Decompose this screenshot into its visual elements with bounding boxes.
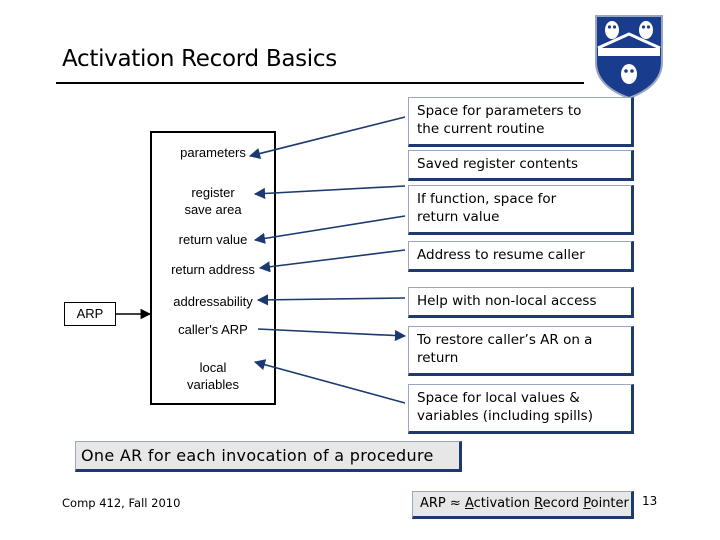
- arrow-addressability: [256, 294, 406, 306]
- arrow-parameters: [248, 116, 406, 159]
- arrow-return-address: [258, 249, 406, 273]
- definition-prefix: ARP ≈: [420, 496, 465, 511]
- arp-definition: ARP ≈ Activation Record Pointer: [412, 491, 634, 519]
- callout-return-address: Address to resume caller: [408, 241, 634, 272]
- callout-return-address-line1: Address to resume caller: [417, 247, 585, 263]
- callout-addressability-line1: Help with non-local access: [417, 293, 597, 309]
- callout-parameters: Space for parameters to the current rout…: [408, 97, 634, 147]
- callout-callers-arp: To restore caller’s AR on a return: [408, 326, 634, 376]
- callout-return-value: If function, space for return value: [408, 185, 634, 235]
- slot-callers-arp: caller's ARP: [178, 322, 248, 337]
- arrow-local-variables: [253, 359, 406, 404]
- arrow-callers-arp: [257, 328, 407, 342]
- definition-r: R: [534, 496, 543, 511]
- definition-r-rest: ecord: [542, 496, 584, 511]
- university-crest-icon: [595, 15, 663, 100]
- slot-return-value: return value: [178, 232, 248, 247]
- slot-register-save-line2: save area: [184, 202, 242, 217]
- arrow-register-save: [253, 185, 406, 200]
- summary-banner: One AR for each invocation of a procedur…: [75, 441, 462, 472]
- callout-parameters-line2: the current routine: [417, 121, 545, 137]
- callout-callers-arp-line2: return: [417, 350, 459, 366]
- slot-addressability: addressability: [173, 294, 253, 309]
- slot-register-save-line1: register: [191, 185, 235, 200]
- arp-label-box: ARP: [64, 302, 116, 326]
- callout-addressability: Help with non-local access: [408, 287, 634, 318]
- arrow-return-value: [253, 215, 406, 244]
- callout-return-value-line1: If function, space for: [417, 191, 557, 207]
- page-number: 13: [642, 494, 658, 508]
- slot-parameters: parameters: [180, 145, 246, 160]
- callout-local-variables-line2: variables (including spills): [417, 408, 593, 424]
- definition-p-rest: ointer: [590, 496, 629, 511]
- slot-local-variables-line1: local: [199, 360, 227, 375]
- callout-local-variables: Space for local values & variables (incl…: [408, 384, 634, 434]
- activation-record-box: [150, 131, 276, 405]
- title-underline: [56, 82, 584, 84]
- callout-parameters-line1: Space for parameters to: [417, 103, 582, 119]
- callout-callers-arp-line1: To restore caller’s AR on a: [417, 332, 593, 348]
- callout-register-save-line1: Saved register contents: [417, 156, 579, 172]
- footer-course: Comp 412, Fall 2010: [62, 496, 181, 510]
- callout-local-variables-line1: Space for local values &: [417, 390, 580, 406]
- definition-a: A: [464, 496, 474, 511]
- slot-local-variables-line2: variables: [186, 377, 240, 392]
- definition-p: P: [583, 496, 591, 511]
- slot-return-address: return address: [171, 262, 255, 277]
- definition-a-rest: ctivation: [473, 496, 535, 511]
- slide-title: Activation Record Basics: [62, 46, 337, 72]
- callout-return-value-line2: return value: [417, 209, 500, 225]
- callout-register-save: Saved register contents: [408, 150, 634, 181]
